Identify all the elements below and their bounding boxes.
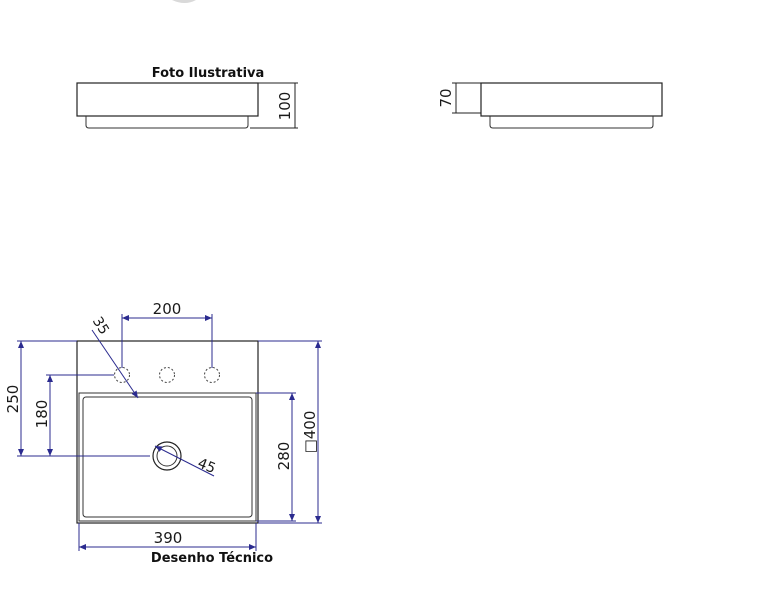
front-bowl: [85, 116, 249, 129]
dim-bowl-depth: 280: [275, 442, 293, 471]
caption-technical: Desenho Técnico: [151, 551, 273, 566]
dim-drain-diameter: 45: [195, 456, 218, 478]
plan-view: 200 35 250 180 45 280 □400 390 Desenho T…: [4, 300, 322, 566]
tap-hole-right: [204, 367, 220, 383]
front-rim: [76, 82, 259, 117]
dim-drain-position: 180: [33, 400, 51, 429]
side-bowl: [489, 116, 654, 129]
dim-hole-offset: 35: [89, 314, 112, 338]
plan-outer-edge: [76, 340, 259, 524]
tap-hole-left: [114, 367, 130, 383]
dim-bowl-width: 390: [154, 529, 183, 547]
photo-fragment: [172, 0, 196, 3]
drain-outer: [152, 441, 182, 471]
plan-bowl-edge: [78, 392, 257, 522]
front-elevation: Foto Ilustrativa 100: [76, 66, 298, 129]
dim-front-height: 100: [276, 92, 294, 121]
dim-total-depth: 250: [4, 385, 22, 414]
plan-bowl-inner: [82, 396, 253, 518]
tap-hole-center: [159, 367, 175, 383]
drain-inner: [156, 445, 178, 467]
dim-total-width: □400: [301, 411, 319, 454]
caption-photo: Foto Ilustrativa: [152, 66, 265, 81]
dim-side-height: 70: [437, 88, 455, 107]
dim-hole-spacing: 200: [153, 300, 182, 318]
side-elevation: 70: [437, 82, 663, 129]
side-rim: [480, 82, 663, 117]
